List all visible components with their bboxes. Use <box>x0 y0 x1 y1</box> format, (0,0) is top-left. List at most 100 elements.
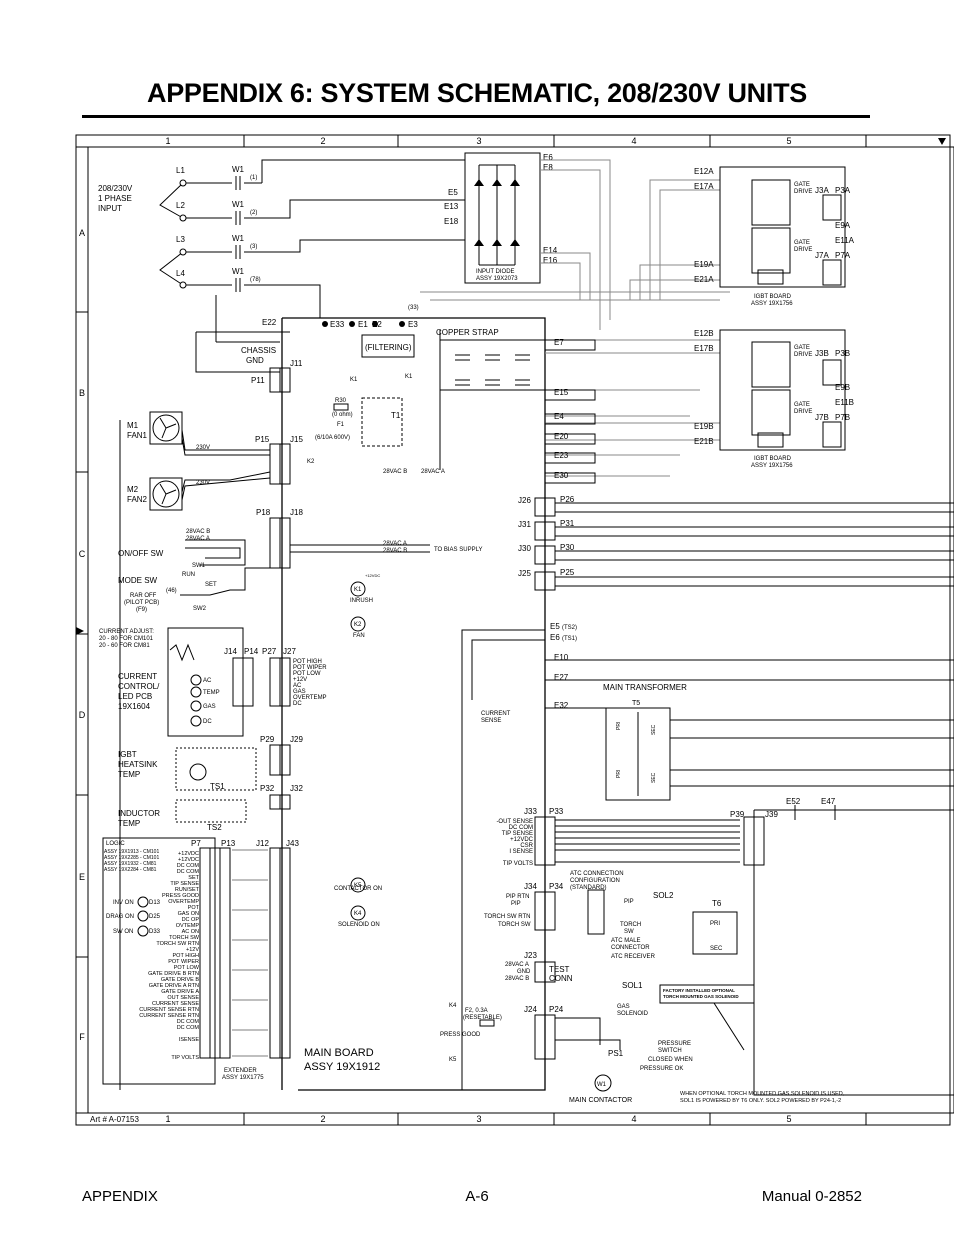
igbt-board-a-1: IGBT BOARD <box>754 294 792 300</box>
main-transformer-label: MAIN TRANSFORMER <box>603 683 687 692</box>
copper-strap-label: COPPER STRAP <box>436 328 499 337</box>
label-j11: J11 <box>290 359 303 368</box>
label-e13: E13 <box>444 202 459 211</box>
footer-manual-number: Manual 0-2852 <box>761 1188 862 1205</box>
ccled-2: CONTROL/ <box>118 682 160 691</box>
label-j14: J14 <box>224 647 237 656</box>
optional-note-1: WHEN OPTIONAL TORCH MOUNTED GAS SOLENOID… <box>680 1091 845 1097</box>
gate-drive-a2-2: DRIVE <box>794 247 812 253</box>
page-title: APPENDIX 6: SYSTEM SCHEMATIC, 208/230V U… <box>147 78 807 108</box>
label-ts2: TS2 <box>207 823 222 832</box>
input-diode-block <box>464 152 541 284</box>
label-28vac-a-t1: 28VAC A <box>421 469 445 475</box>
igbt-board-a-2: ASSY 19X1756 <box>751 301 793 307</box>
logic-sig-12: DC OP <box>182 917 200 923</box>
j24-section <box>479 1014 621 1092</box>
logic-sig-02: +12VDC <box>178 857 199 863</box>
fan-label: FAN <box>353 633 365 639</box>
w1-contact-1: W1 <box>232 165 245 174</box>
atc-male-2: CONNECTOR <box>611 945 650 951</box>
relay-k4: K4 <box>354 911 362 917</box>
current-adjust-3: 20 - 60 FOR CM81 <box>99 643 150 649</box>
label-e5-ts: E5 <box>550 622 560 631</box>
f2-1: F2, 0.3A <box>465 1008 488 1014</box>
label-e3: E3 <box>408 320 418 329</box>
input-wiring <box>119 159 465 1090</box>
press-good: PRESS GOOD <box>440 1032 481 1038</box>
label-j27: J27 <box>283 647 296 656</box>
sw2-label: SW2 <box>193 606 207 612</box>
current-control-pcb <box>167 627 244 737</box>
logic-sig-17: +12V <box>186 947 199 953</box>
wire-33: (33) <box>408 305 419 311</box>
label-e1: E1 <box>358 320 368 329</box>
logic-sig-09: OVERTEMP <box>168 899 199 905</box>
frame-arrow-left <box>76 627 84 635</box>
t5-pri-1: PRI <box>616 722 622 730</box>
label-t1: T1 <box>391 411 401 420</box>
label-e18: E18 <box>444 217 459 226</box>
d33: D33 <box>149 929 161 935</box>
label-e32: E32 <box>554 701 569 710</box>
main-board-label-1: MAIN BOARD <box>304 1047 374 1059</box>
pot-sig-4: +12V <box>293 677 307 683</box>
wire-3: (3) <box>250 244 257 250</box>
gate-drive-a1-2: DRIVE <box>794 189 812 195</box>
label-p7: P7 <box>191 839 201 848</box>
pressure-ok: PRESSURE OK <box>640 1066 683 1072</box>
logic-sig-26: CURRENT SENSE <box>152 1001 199 1007</box>
inductor-temp-1: INDUCTOR <box>118 809 160 818</box>
label-p39: P39 <box>730 810 745 819</box>
label-e27: E27 <box>554 673 569 682</box>
label-f1-value: (6/10A 600V) <box>315 435 350 441</box>
sw-on: SW ON <box>113 929 133 935</box>
igbt-board-b <box>719 329 846 451</box>
fan2-230v: 230V <box>196 480 210 486</box>
igbt-heatsink-temp <box>175 747 257 823</box>
label-p31: P31 <box>560 519 575 528</box>
extender-1: EXTENDER <box>224 1068 257 1074</box>
label-28vac-b-t1: 28VAC B <box>383 469 407 475</box>
filter-section <box>333 330 545 470</box>
vac28a-bias: 28VAC A <box>383 541 407 547</box>
grid-col-5: 5 <box>786 136 791 146</box>
gate-drive-b2-2: DRIVE <box>794 409 812 415</box>
grid-col-3: 3 <box>476 136 481 146</box>
grid-row-a: A <box>79 228 85 238</box>
label-e21b: E21B <box>694 437 714 446</box>
v12-k1: +12VDC <box>365 573 380 578</box>
current-adjust-1: CURRENT ADJUST: <box>99 629 154 635</box>
label-j18: J18 <box>290 508 303 517</box>
label-j32: J32 <box>290 784 303 793</box>
label-e15: E15 <box>554 388 569 397</box>
label-j23: J23 <box>524 951 537 960</box>
j33-sig-3: TIP SENSE <box>502 831 533 837</box>
atc-3: (STANDARD) <box>570 885 607 891</box>
label-p13: P13 <box>221 839 236 848</box>
rar-off-3: (F9) <box>136 607 147 613</box>
led-dc: DC <box>203 719 212 725</box>
gate-drive-b1-2: DRIVE <box>794 352 812 358</box>
j33-sig-1: -OUT SENSE <box>496 819 533 825</box>
gate-drive-b2-1: GATE <box>794 402 810 408</box>
pot-sig-7: OVERTEMP <box>293 695 327 701</box>
input-label-2: 1 PHASE <box>98 194 132 203</box>
board-terminal-boxes <box>544 339 596 484</box>
vac28a-p18: 28VAC A <box>186 536 210 542</box>
label-e2: E2 <box>372 320 382 329</box>
j33-sig-4: +12VDC <box>510 837 534 843</box>
label-e12b: E12B <box>694 329 714 338</box>
j33-sig-2: DC COM <box>509 825 533 831</box>
logic-sig-22: GATE DRIVE B <box>161 977 199 983</box>
label-p11: P11 <box>251 376 265 385</box>
label-p33: P33 <box>549 807 564 816</box>
optional-note-2: SOL1 IS POWERED BY T6 ONLY. SOL2 POWERED… <box>680 1098 841 1104</box>
sw1-label: SW1 <box>192 563 206 569</box>
chassis-gnd-2: GND <box>246 356 264 365</box>
label-j3a: J3A <box>815 186 829 195</box>
main-transformer <box>605 707 671 801</box>
label-e19a: E19A <box>694 260 714 269</box>
main-board-label-2: ASSY 19X1912 <box>304 1061 380 1073</box>
label-e52: E52 <box>786 797 801 806</box>
drag-on: DRAG ON <box>106 914 134 920</box>
